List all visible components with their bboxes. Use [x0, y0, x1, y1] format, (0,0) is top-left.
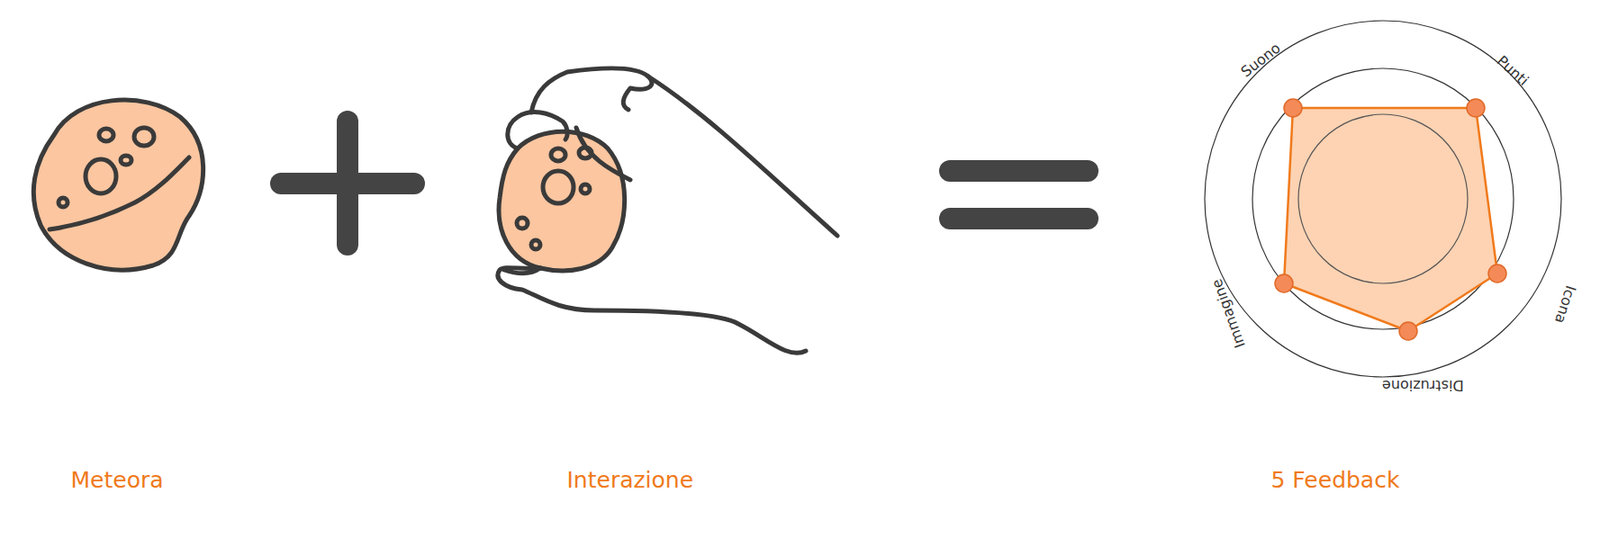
plus-sign — [280, 121, 415, 245]
meteor-icon — [33, 99, 203, 271]
axis-label: Icona — [1550, 282, 1579, 326]
radar-chart — [1204, 20, 1562, 378]
axis-label: Punti — [1493, 51, 1533, 89]
hand-meteor-icon — [497, 68, 838, 354]
equals-sign — [949, 171, 1088, 219]
caption-label: Interazione — [567, 467, 695, 494]
axis-label: Suono — [1237, 38, 1284, 81]
caption-label: 5 Feedback — [1271, 467, 1401, 494]
caption-label: Meteora — [71, 467, 164, 494]
axis-label: Distruzione — [1382, 377, 1465, 395]
